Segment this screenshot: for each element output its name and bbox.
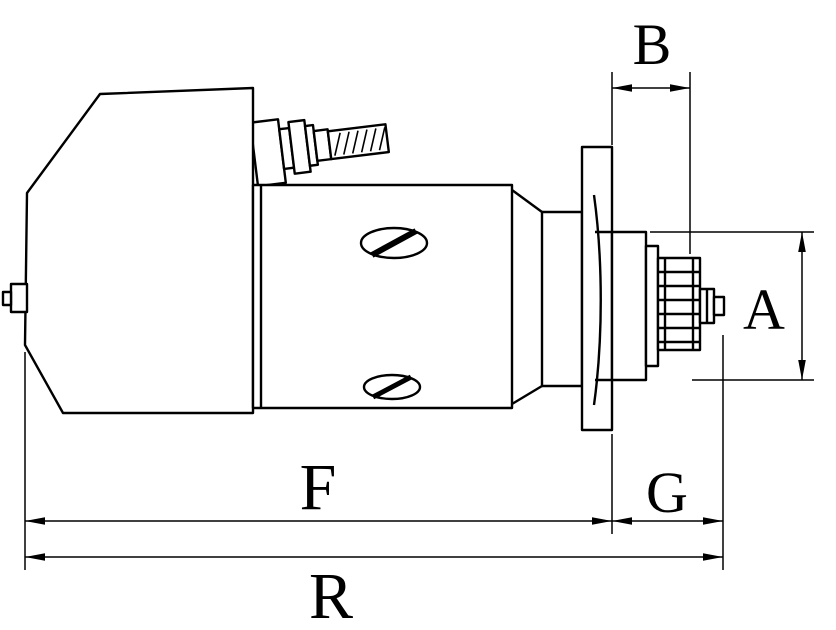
shaft-collar — [610, 230, 648, 382]
dim-label-f: F — [300, 451, 337, 524]
screw-top — [359, 226, 429, 260]
terminal-thread-hatch — [334, 127, 386, 156]
shaft-ring — [644, 244, 660, 368]
pinion-gear — [656, 256, 702, 352]
housing-stud-tip — [1, 290, 13, 307]
terminal-stud — [249, 118, 391, 188]
dim-label-g: G — [646, 460, 688, 525]
housing-stud — [9, 282, 29, 314]
shaft-tip — [698, 287, 726, 325]
dimension-labels: B A F G R — [300, 12, 785, 630]
motor-drawing — [1, 86, 726, 432]
screw-bottom — [362, 373, 422, 401]
motor-body — [251, 183, 514, 410]
dim-label-b: B — [633, 12, 672, 77]
end-housing — [23, 86, 255, 415]
dim-label-r: R — [309, 560, 353, 630]
neck-cylinder — [540, 210, 584, 388]
dim-label-a: A — [743, 277, 785, 342]
dimension-lines — [24, 72, 814, 570]
terminal-thread — [326, 123, 391, 161]
taper-cone — [511, 189, 543, 406]
